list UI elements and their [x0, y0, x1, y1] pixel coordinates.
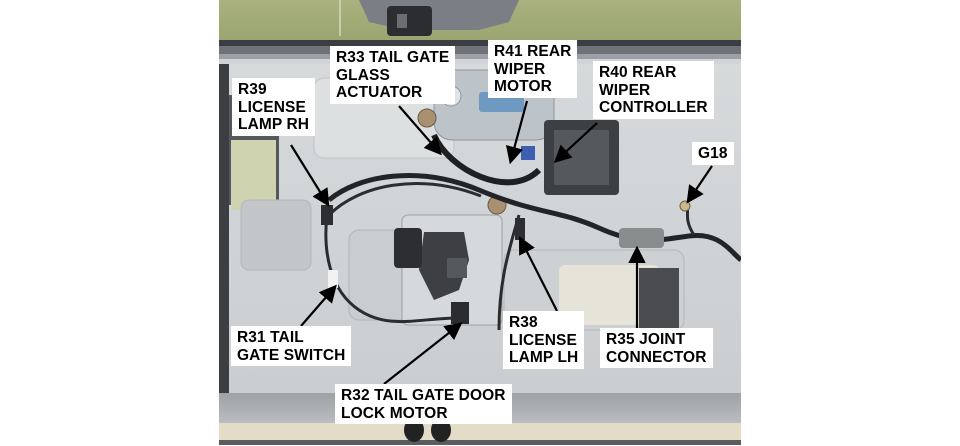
callout-r32-tail-gate-door-lock-motor: R32 TAIL GATE DOOR LOCK MOTOR	[335, 384, 512, 424]
tailgate-photo: R39 LICENSE LAMP RH R33 TAIL GATE GLASS …	[219, 0, 741, 445]
callout-r33-tail-gate-glass-actuator: R33 TAIL GATE GLASS ACTUATOR	[330, 46, 456, 104]
callout-g18-ground: G18	[692, 142, 734, 165]
joint-connector	[619, 228, 664, 248]
wire-harness-main	[327, 173, 741, 262]
glass-latch	[387, 6, 432, 36]
callout-r31-tail-gate-switch: R31 TAIL GATE SWITCH	[231, 326, 352, 366]
callout-r39-license-lamp-rh: R39 LICENSE LAMP RH	[232, 78, 316, 136]
callout-r35-joint-connector: R35 JOINT CONNECTOR	[600, 328, 713, 368]
callout-r40-rear-wiper-controller: R40 REAR WIPER CONTROLLER	[593, 61, 714, 119]
license-lamp-lh-connector	[515, 218, 525, 240]
opening-recess	[559, 265, 659, 325]
callout-r41-rear-wiper-motor: R41 REAR WIPER MOTOR	[488, 40, 578, 98]
door-lock-motor	[419, 232, 469, 300]
license-lamp-rh-connector	[321, 205, 333, 225]
callout-r38-license-lamp-lh: R38 LICENSE LAMP LH	[503, 311, 585, 369]
ground-g18	[679, 200, 691, 212]
tail-gate-switch-connector	[328, 270, 338, 288]
